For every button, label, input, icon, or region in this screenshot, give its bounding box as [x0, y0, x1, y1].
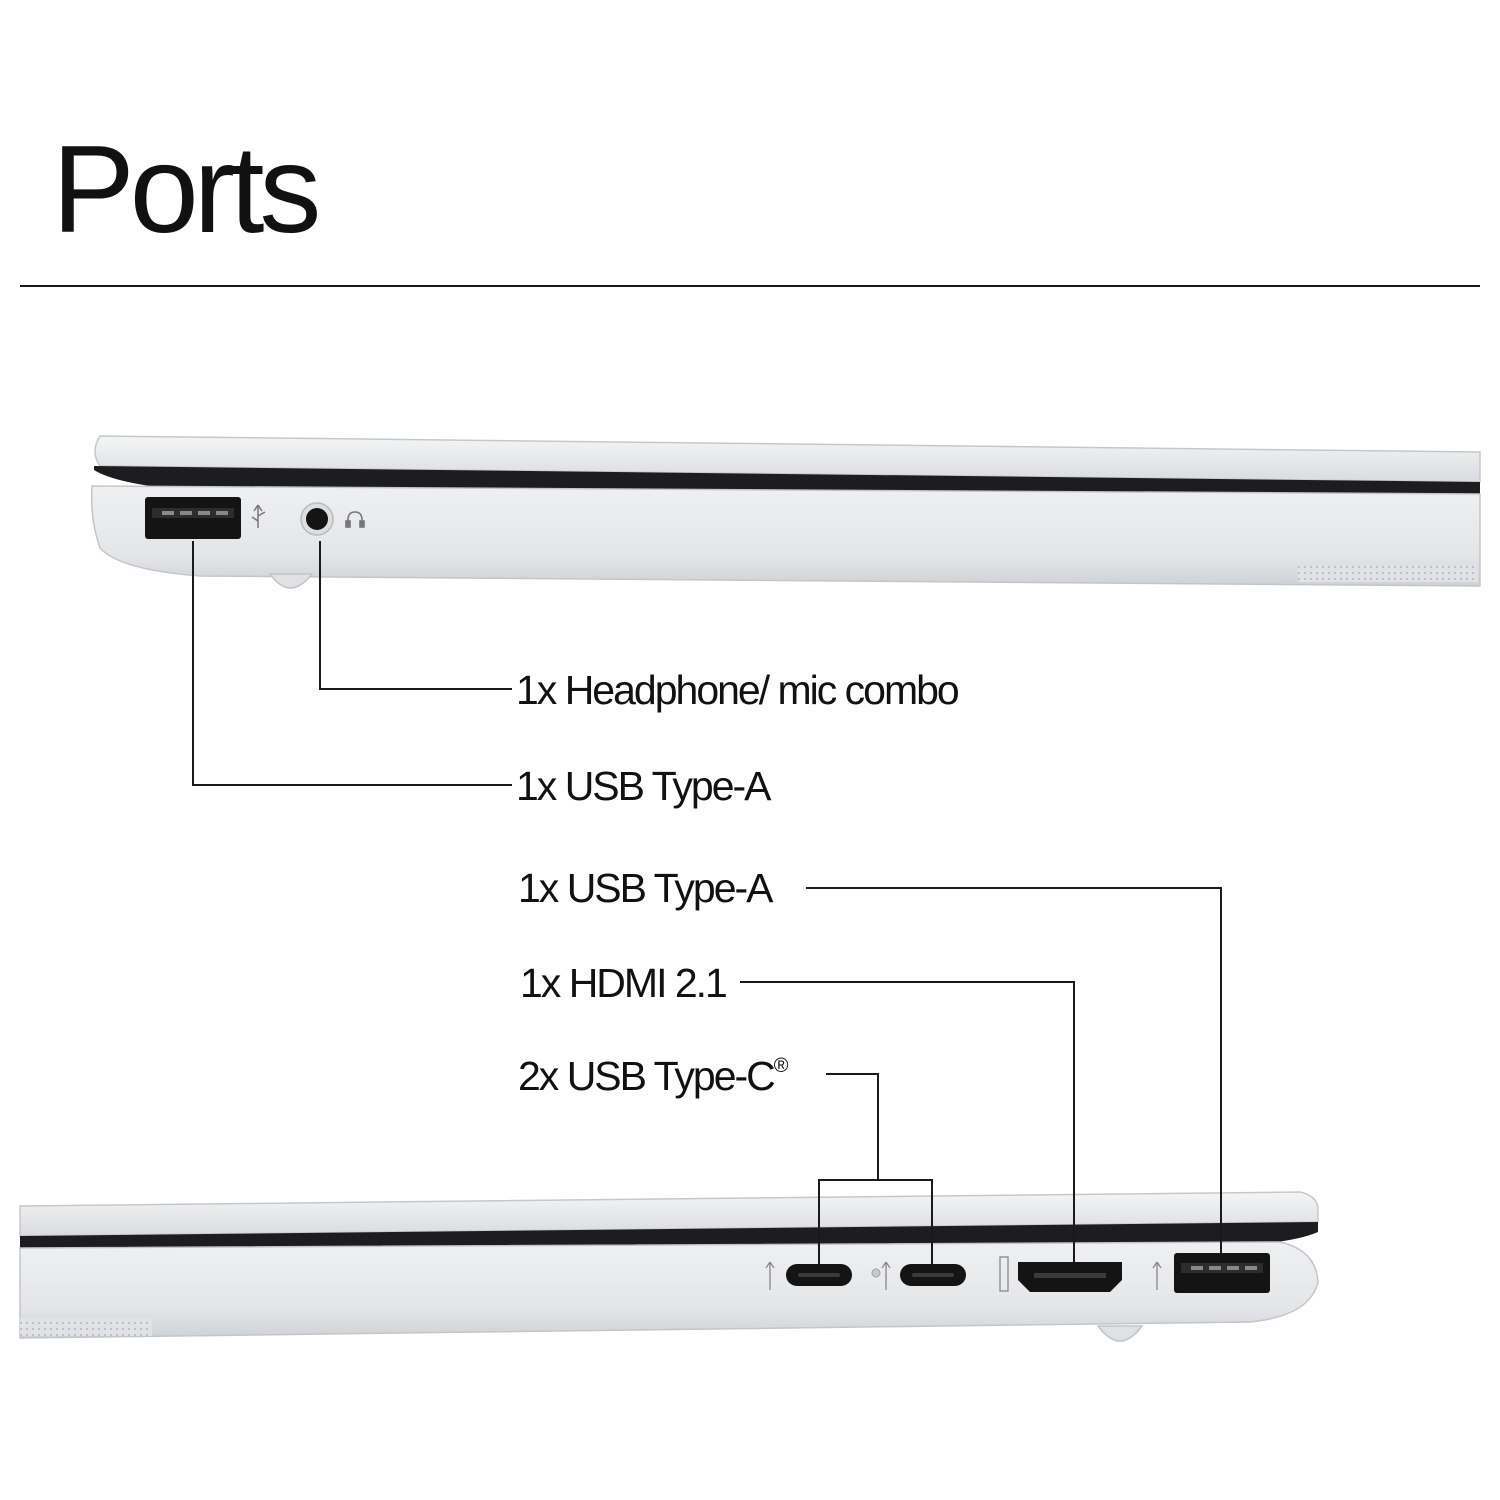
hdmi-icon [999, 1256, 1009, 1292]
rubber-foot [268, 573, 314, 589]
speaker-grille [20, 1318, 152, 1336]
leader-line-usb-a-right [806, 887, 1222, 1255]
label-usb-type-c: 2x USB Type-C® [518, 1056, 789, 1097]
leader-line-usb-c-fork [818, 1179, 933, 1264]
label-headphone-mic-combo: 1x Headphone/ mic combo [516, 667, 960, 713]
leader-line-headphone [319, 541, 512, 690]
headphone-icon [345, 511, 365, 528]
headphone-jack [300, 502, 334, 536]
label-usb-type-a-left: 1x USB Type-A [516, 763, 772, 809]
title-divider [20, 285, 1480, 287]
label-usb-type-a-right: 1x USB Type-A [518, 865, 774, 911]
usb-a-port-left [145, 497, 241, 539]
status-led [871, 1268, 881, 1278]
laptop-right-side [19, 1191, 1319, 1342]
leader-line-hdmi [740, 981, 1075, 1262]
leader-lines [192, 541, 1222, 1264]
usb-ss-icon [765, 1261, 1162, 1290]
rubber-foot [1096, 1325, 1144, 1342]
usb-a-port-right [1174, 1253, 1270, 1293]
label-usb-type-c-text: 2x USB Type-C [518, 1053, 776, 1099]
leader-line-usb-a-left [192, 541, 512, 786]
usb-c-port-2 [900, 1264, 966, 1286]
usb-c-port-1 [786, 1264, 852, 1286]
speaker-grille [1298, 565, 1478, 582]
registered-mark: ® [773, 1055, 789, 1077]
page-title: Ports [52, 121, 321, 259]
laptop-left-side [90, 435, 1481, 589]
leader-line-usb-c [826, 1073, 879, 1180]
usb-ss-icon [251, 504, 266, 528]
hdmi-port [1018, 1262, 1122, 1292]
label-hdmi: 1x HDMI 2.1 [520, 960, 728, 1006]
